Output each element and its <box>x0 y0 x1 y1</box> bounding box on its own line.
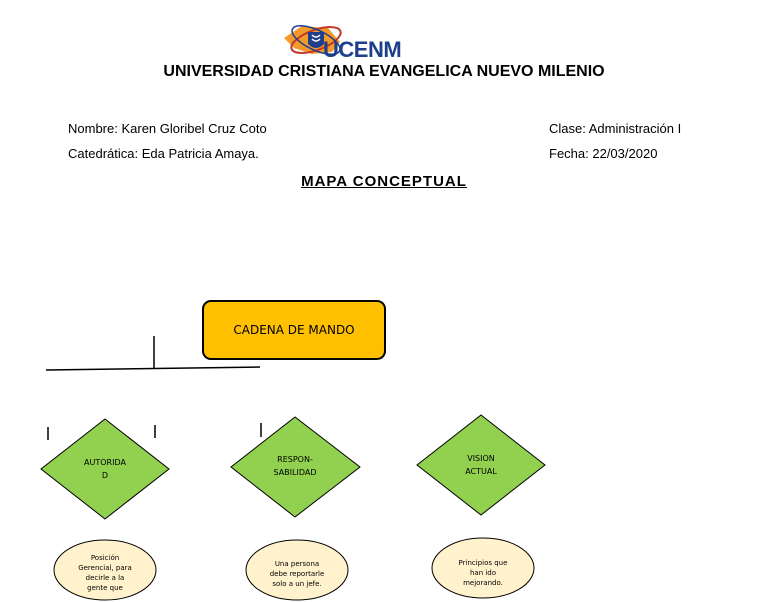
oval-vision-text: Principios que han ido mejorando. <box>458 559 508 587</box>
diamond-vision <box>416 414 546 516</box>
document-title: MAPA CONCEPTUAL <box>301 173 467 190</box>
oval-autoridad-text: Posición Gerencial, para decirle a la ge… <box>78 554 132 592</box>
diamond-responsabilidad-label: RESPON- SABILIDAD <box>273 455 317 477</box>
student-name: Nombre: Karen Gloribel Cruz Coto <box>68 121 267 136</box>
ucenm-logo <box>284 25 342 55</box>
main-concept-box: CADENA DE MANDO <box>202 300 386 360</box>
class-name: Clase: Administración I <box>549 121 682 136</box>
teacher-name: Catedrática: Eda Patricia Amaya. <box>68 146 259 161</box>
diamond-autoridad-label: AUTORIDA D <box>84 458 126 480</box>
diamond-vision-label: VISION ACTUAL <box>465 454 497 476</box>
university-name: UNIVERSIDAD CRISTIANA EVANGELICA NUEVO M… <box>163 63 605 80</box>
diamond-responsabilidad <box>230 416 361 518</box>
oval-responsabilidad-text: Una persona debe reportarle solo a un je… <box>269 560 325 588</box>
date: Fecha: 22/03/2020 <box>549 146 658 161</box>
diamond-autoridad <box>40 418 170 520</box>
logo-text: UCENM <box>323 37 402 62</box>
main-concept-label: CADENA DE MANDO <box>233 323 355 337</box>
